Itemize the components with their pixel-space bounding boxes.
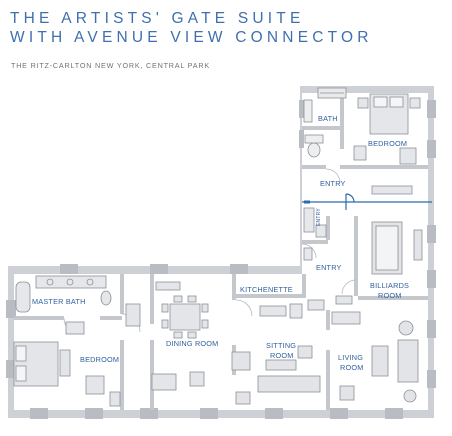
label-entry-upper: ENTRY [320, 179, 346, 188]
interior-walls [14, 93, 428, 410]
billiards-furniture [371, 221, 423, 275]
nightstand [409, 97, 421, 109]
upper-bedroom-furniture [353, 93, 421, 195]
label-living-2: ROOM [340, 363, 364, 372]
room-labels: BATH BEDROOM ENTRY ENTRY ENTRY KITCHENET… [32, 114, 409, 372]
label-sitting-2: ROOM [270, 351, 294, 360]
subtitle: THE RITZ-CARLTON NEW YORK, CENTRAL PARK [11, 61, 210, 70]
wall-outline [8, 86, 434, 418]
title-line-2: WITH AVENUE VIEW CONNECTOR [10, 29, 373, 46]
nightstand [357, 97, 369, 109]
coffee-table [265, 359, 297, 371]
cue-rack [413, 229, 423, 261]
entry-fixtures [303, 207, 327, 261]
upper-bath-fixtures [303, 87, 347, 158]
armchair [399, 147, 417, 165]
sitting-furniture [231, 345, 321, 405]
label-living-1: LIVING [338, 353, 363, 362]
label-dining-room: DINING ROOM [166, 339, 218, 348]
living-furniture [339, 320, 419, 403]
console [331, 311, 361, 325]
sofa-living [397, 339, 419, 383]
chair [353, 145, 367, 161]
window-stubs [6, 100, 436, 419]
label-entry-vertical: ENTRY [316, 208, 322, 226]
label-bedroom-lower: BEDROOM [80, 355, 119, 364]
label-billiards-2: ROOM [378, 291, 402, 300]
connector-door [345, 193, 355, 203]
coffee-table [371, 345, 389, 377]
label-kitchenette: KITCHENETTE [240, 285, 293, 294]
shower [65, 321, 85, 335]
dresser [371, 185, 413, 195]
label-master-bath: MASTER BATH [32, 297, 86, 306]
sideboard [151, 373, 177, 391]
label-sitting-1: SITTING [266, 341, 296, 350]
avenue-view-connector [302, 193, 432, 210]
kitchenette-fixtures [259, 295, 361, 325]
lower-bedroom-furniture [13, 303, 141, 407]
dresser [125, 303, 141, 327]
chair [189, 371, 205, 387]
label-billiards-1: BILLIARDS [370, 281, 409, 290]
dining-table [169, 303, 201, 331]
label-entry-lower: ENTRY [316, 263, 342, 272]
armchair [85, 375, 105, 395]
title-line-1: THE ARTISTS' GATE SUITE [10, 10, 305, 27]
master-bath-fixtures [15, 275, 112, 335]
counter [289, 303, 303, 319]
counter [259, 305, 287, 317]
sofa-sitting [257, 375, 321, 393]
label-bath: BATH [318, 114, 338, 123]
dining-furniture [151, 281, 209, 391]
outer-walls [8, 86, 434, 418]
bathtub [15, 281, 31, 313]
armchair [231, 351, 251, 371]
label-bedroom-upper: BEDROOM [368, 139, 407, 148]
